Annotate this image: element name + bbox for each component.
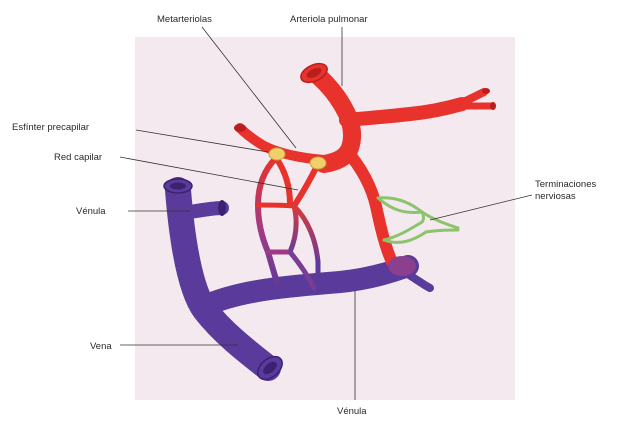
av-junction (388, 256, 416, 276)
label-metarteriolas: Metarteriolas (157, 14, 212, 25)
precapillary-sphincter-2 (310, 157, 326, 169)
venula-left-opening (218, 200, 226, 216)
label-red-capilar: Red capilar (54, 152, 102, 163)
arteriola-right-opening-2 (490, 102, 496, 110)
label-venula-left: Vénula (76, 206, 106, 217)
label-esfinter-precapilar: Esfínter precapilar (12, 122, 89, 133)
label-venula-bottom: Vénula (337, 406, 367, 417)
metarteriola-left-opening (234, 124, 246, 132)
label-arteriola-pulmonar: Arteriola pulmonar (290, 14, 368, 25)
label-terminaciones-line2: nerviosas (535, 191, 576, 202)
label-vena: Vena (90, 341, 112, 352)
vena-top-opening-inner (170, 183, 186, 190)
label-terminaciones-line1: Terminaciones (535, 179, 596, 190)
arteriola-right-opening-1 (482, 88, 490, 94)
precapillary-sphincter-1 (269, 148, 285, 160)
venula-left-branch (190, 208, 222, 212)
